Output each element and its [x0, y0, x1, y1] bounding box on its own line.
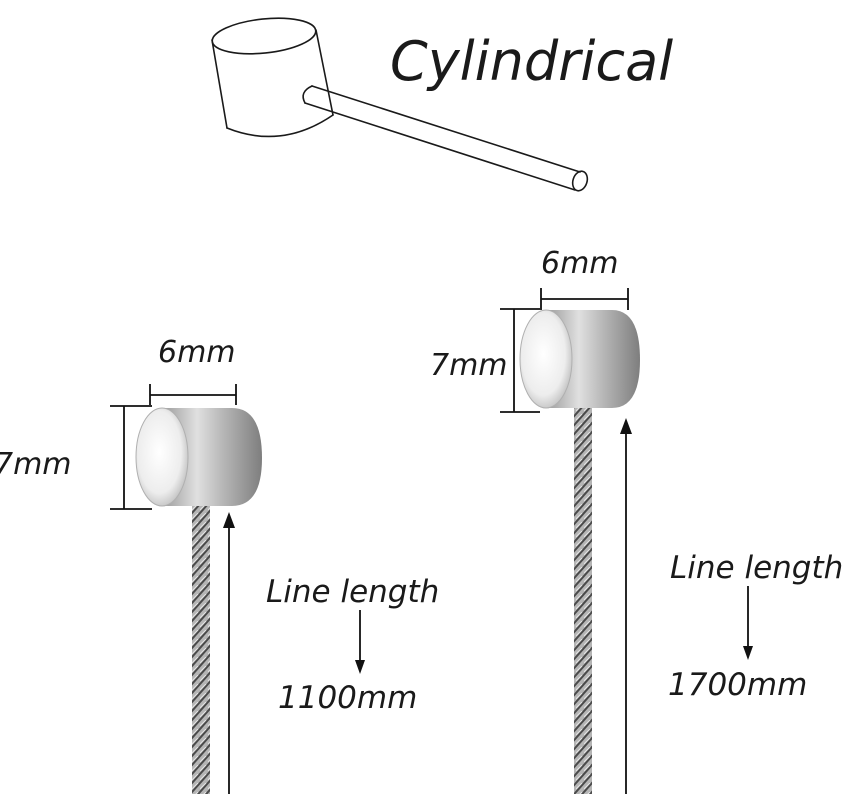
left-line-length-label: Line length: [266, 574, 439, 610]
title-cylindrical: Cylindrical: [390, 30, 673, 93]
left-height-label: 7mm: [0, 447, 72, 482]
left-height-dimension: [110, 405, 152, 510]
right-height-dimension: [500, 308, 540, 413]
left-pointer-arrow: [355, 610, 365, 674]
right-cable-wire: [574, 403, 592, 794]
right-width-dimension: [540, 288, 629, 310]
right-pointer-arrow: [743, 586, 753, 660]
right-cable: 6mm 7mm Line length 1700mm: [430, 246, 843, 794]
right-length-value: 1700mm: [668, 667, 807, 703]
left-length-arrow: [223, 512, 235, 794]
right-length-arrow: [620, 418, 632, 794]
left-width-label: 6mm: [158, 335, 236, 370]
left-cable-wire: [192, 503, 210, 794]
right-cable-head: [519, 309, 640, 409]
left-cable: 6mm 7mm Line length 1100mm: [0, 335, 439, 794]
right-width-label: 6mm: [541, 246, 619, 281]
right-height-label: 7mm: [430, 348, 508, 383]
cylinder-sketch: [211, 17, 589, 192]
left-width-dimension: [149, 384, 237, 405]
right-line-length-label: Line length: [670, 550, 843, 586]
left-cable-head: [135, 407, 262, 507]
left-length-value: 1100mm: [278, 680, 417, 716]
